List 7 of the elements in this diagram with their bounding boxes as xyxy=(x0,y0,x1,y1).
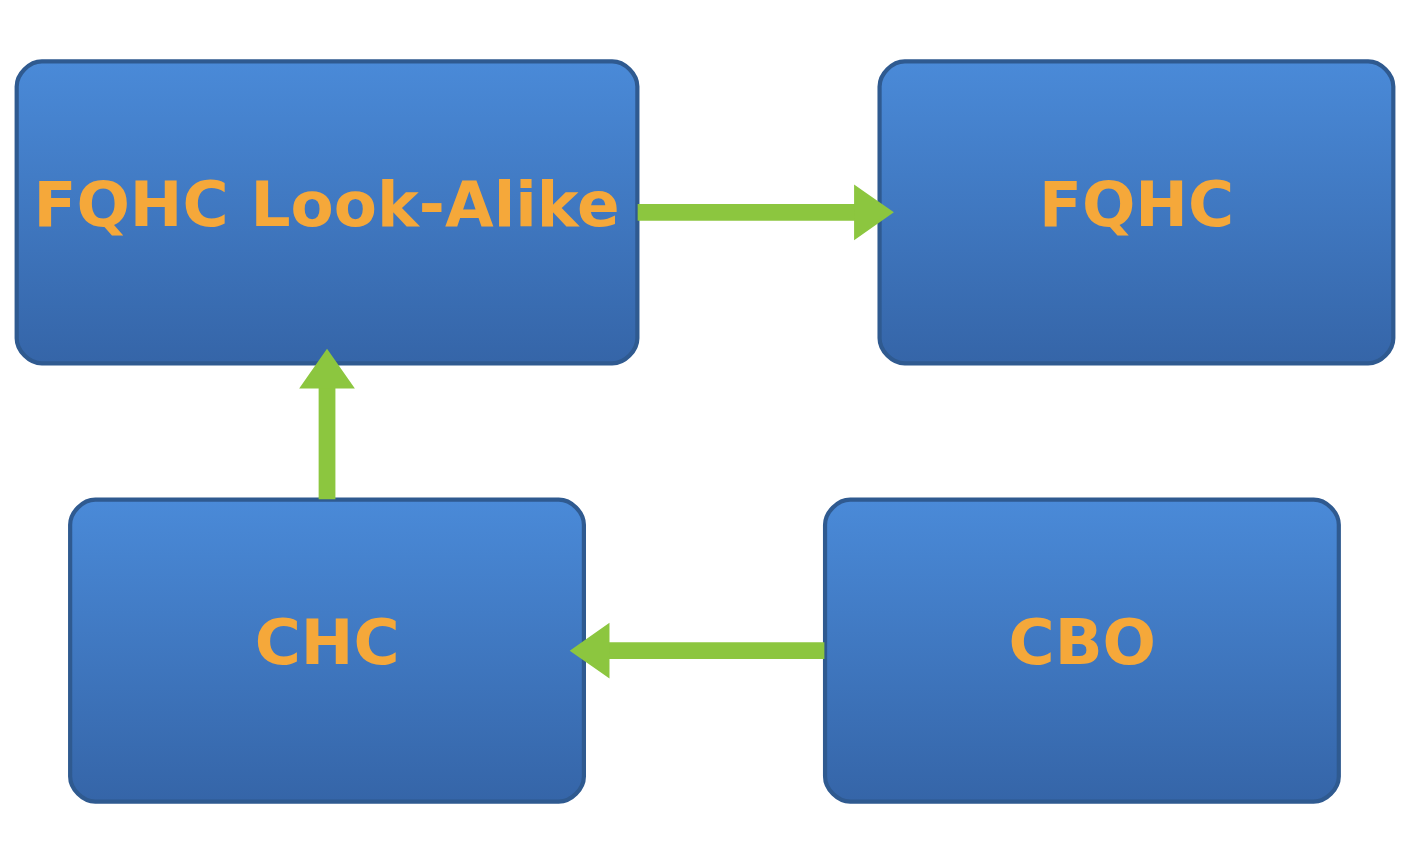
arrow xyxy=(299,348,355,500)
node-box: CBO xyxy=(822,497,1341,804)
node-box: FQHC Look-Alike xyxy=(14,59,640,366)
arrow xyxy=(637,184,894,241)
arrow xyxy=(569,622,825,679)
node-box: FQHC xyxy=(877,59,1396,366)
node-box: CHC xyxy=(68,497,586,804)
